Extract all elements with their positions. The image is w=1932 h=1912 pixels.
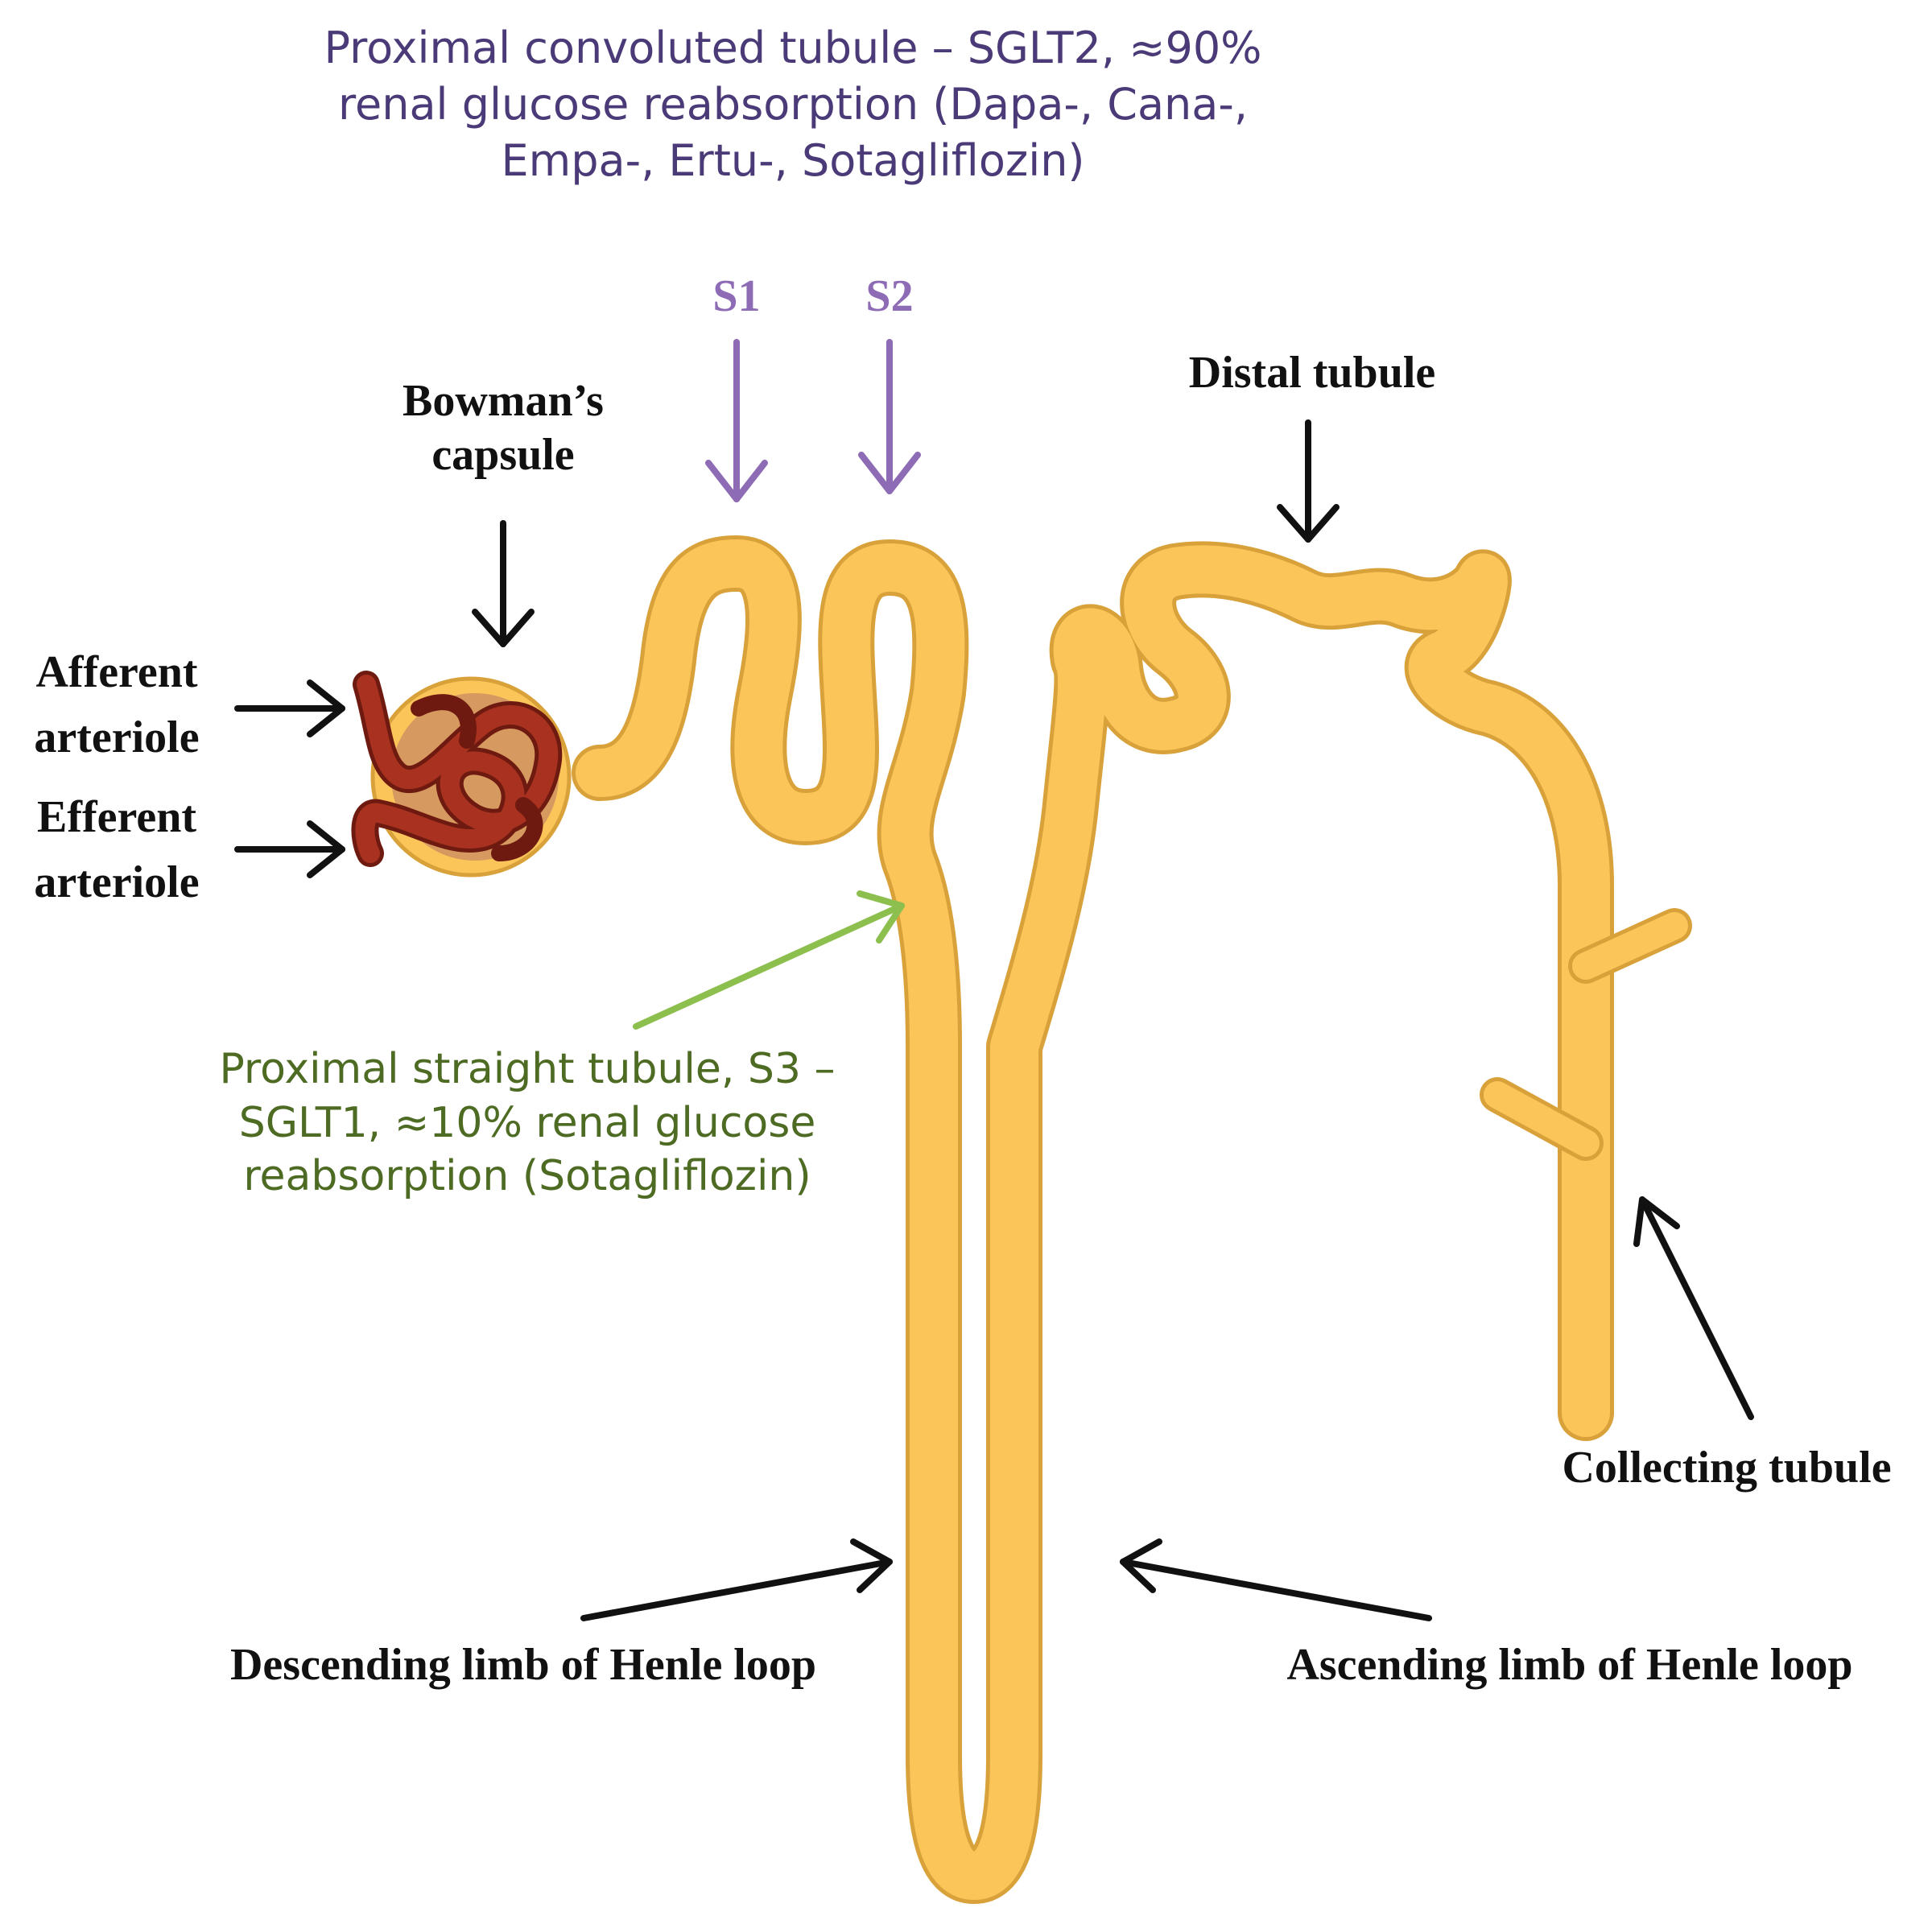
- pct-title-label: Proximal convoluted tubule – SGLT2, ≈90%…: [324, 23, 1262, 187]
- pst-label: Proximal straight tubule, S3 – SGLT1, ≈1…: [219, 1045, 836, 1201]
- s1-label: S1: [712, 271, 761, 321]
- ascending-limb-label: Ascending limb of Henle loop: [1286, 1640, 1853, 1690]
- afferent-arteriole-label: Afferent arteriole: [34, 647, 200, 763]
- ascending-arrow: [1120, 1538, 1432, 1621]
- bowmans-capsule-label: Bowman’s capsule: [402, 376, 604, 481]
- efferent-arteriole-label: Efferent arteriole: [34, 792, 200, 908]
- collecting-arrow: [1633, 1196, 1754, 1420]
- collecting-branch-upper-fill: [1572, 912, 1688, 980]
- bowman-arrow: [472, 520, 535, 647]
- tubule-fill: [576, 539, 1610, 1900]
- efferent-arrow: [234, 820, 345, 878]
- collecting-tubule-label: Collecting tubule: [1562, 1443, 1892, 1493]
- pst-arrow: [633, 890, 905, 1030]
- collecting-branch-lower-fill: [1484, 1081, 1600, 1157]
- descending-arrow: [580, 1538, 893, 1621]
- s2-label: S2: [865, 271, 914, 321]
- bowmans-capsule: [351, 671, 572, 878]
- s1-arrow: [705, 339, 768, 502]
- arrows: [234, 339, 1754, 1621]
- descending-limb-label: Descending limb of Henle loop: [229, 1640, 817, 1690]
- s2-arrow: [858, 339, 921, 494]
- distal-tubule-label: Distal tubule: [1188, 348, 1436, 398]
- nephron-tubule: [572, 535, 1692, 1904]
- distal-arrow: [1277, 419, 1340, 543]
- glomerulus: [351, 671, 563, 867]
- afferent-arrow: [234, 679, 345, 737]
